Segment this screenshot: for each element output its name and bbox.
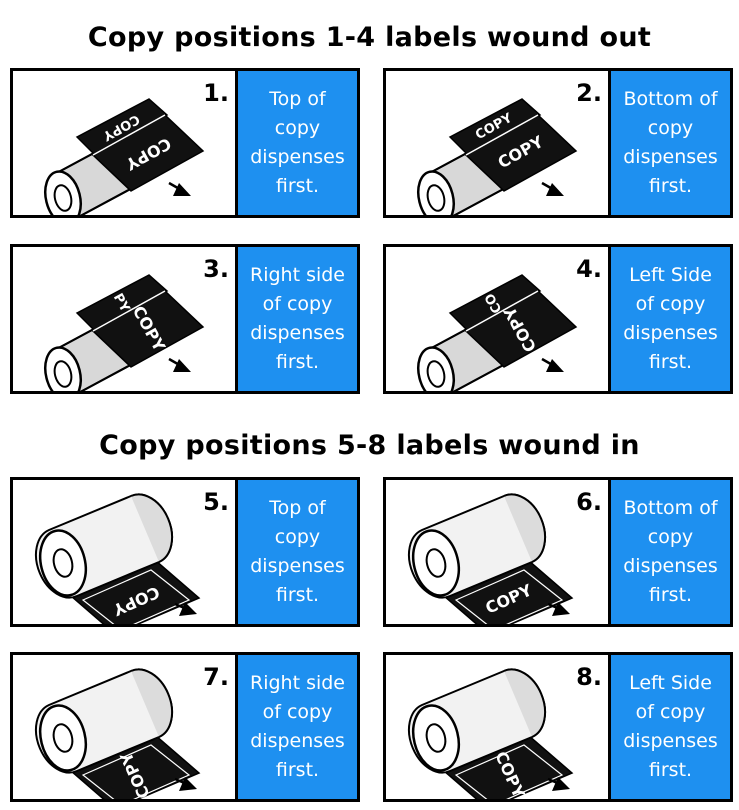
roll-illustration-8: COPY: [386, 655, 608, 799]
label-outline: [81, 569, 191, 624]
roll-core: [426, 184, 446, 212]
position-description: Top of copy dispenses first.: [235, 71, 357, 215]
roll-core: [425, 723, 447, 753]
position-number: 2.: [576, 79, 602, 107]
roll-diagram: COPY: [408, 668, 574, 799]
position-number: 6.: [576, 488, 602, 516]
roll-core: [425, 548, 447, 578]
position-number: 5.: [203, 488, 229, 516]
roll-core: [52, 723, 74, 753]
wound-in-roll: COPY: [35, 668, 201, 799]
position-description: Bottom of copy dispenses first.: [608, 480, 730, 624]
label-divider: [92, 114, 166, 156]
copy-position-panel-7: COPY 7. Right side of copy dispenses fir…: [10, 652, 360, 802]
position-description: Right side of copy dispenses first.: [235, 655, 357, 799]
roll-core: [52, 548, 74, 578]
copy-position-panel-8: COPY 8. Left Side of copy dispenses firs…: [383, 652, 733, 802]
roll-illustration-6: COPY: [386, 480, 608, 624]
label-divider: [465, 290, 539, 332]
position-number: 8.: [576, 663, 602, 691]
roll-illustration-5: COPY: [13, 480, 235, 624]
arrow-head-icon: [552, 602, 570, 616]
arrow-head-icon: [173, 359, 191, 372]
copy-position-panel-5: COPY 5. Top of copy dispenses first.: [10, 477, 360, 627]
position-number: 4.: [576, 255, 602, 283]
position-number: 3.: [203, 255, 229, 283]
roll-illustration-7: COPY: [13, 655, 235, 799]
position-number: 1.: [203, 79, 229, 107]
copy-position-panel-6: COPY 6. Bottom of copy dispenses first.: [383, 477, 733, 627]
wound-in-roll: COPY: [408, 668, 574, 799]
position-description: Left Side of copy dispenses first.: [608, 247, 730, 391]
label-divider: [92, 290, 166, 332]
label-outline: [454, 569, 564, 624]
position-description: Right side of copy dispenses first.: [235, 247, 357, 391]
heading-wound-out: Copy positions 1-4 labels wound out: [87, 22, 652, 53]
position-description: Bottom of copy dispenses first.: [608, 71, 730, 215]
roll-diagram: COPY: [35, 668, 201, 799]
position-description: Top of copy dispenses first.: [235, 480, 357, 624]
label-outline: [81, 744, 191, 799]
arrow-head-icon: [179, 602, 197, 616]
roll-core: [53, 360, 73, 388]
arrow-head-icon: [552, 777, 570, 791]
arrow-head-icon: [179, 777, 197, 791]
roll-core: [426, 360, 446, 388]
label-on-roll: [75, 98, 169, 156]
label-on-roll: [448, 274, 542, 332]
label-on-roll: [75, 274, 169, 332]
label-divider: [465, 114, 539, 156]
roll-diagram: COPY: [35, 493, 201, 624]
wound-in-roll: COPY: [35, 493, 201, 624]
wound-in-roll: COPY: [408, 493, 574, 624]
position-description: Left Side of copy dispenses first.: [608, 655, 730, 799]
arrow-head-icon: [546, 359, 564, 372]
label-outline: [454, 744, 564, 799]
label-on-roll: [448, 98, 542, 156]
position-number: 7.: [203, 663, 229, 691]
heading-wound-in: Copy positions 5-8 labels wound in: [99, 430, 640, 461]
roll-diagram: COPY: [408, 493, 574, 624]
roll-core: [53, 184, 73, 212]
arrow-head-icon: [546, 183, 564, 196]
arrow-head-icon: [173, 183, 191, 196]
